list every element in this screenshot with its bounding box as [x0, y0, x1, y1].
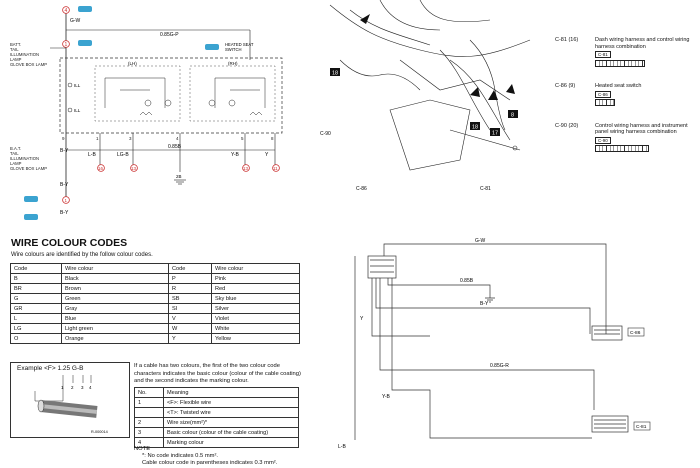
svg-text:0.85B: 0.85B — [460, 278, 474, 284]
svg-text:C-81: C-81 — [480, 186, 491, 192]
svg-text:Y: Y — [360, 316, 364, 322]
svg-text:BATT.: BATT. — [10, 42, 21, 47]
svg-text:17: 17 — [492, 131, 498, 137]
svg-text:18: 18 — [472, 125, 478, 131]
svg-text:4: 4 — [89, 385, 92, 390]
svg-text:B-Y: B-Y — [60, 210, 69, 216]
svg-text:ILL: ILL — [74, 83, 81, 88]
harness-diagram: G-W 0.85B B-Y Y 0.85G-R Y-B L-B C-86 C-8… — [338, 238, 651, 450]
note-line: *: No code indicates 0.5 mm². — [142, 453, 219, 459]
connector-item: C-86 (9) Heated seat switch C-86 — [555, 83, 695, 109]
svg-text:3: 3 — [129, 136, 132, 141]
connector-item: C-81 (16) Dash wiring harness and contro… — [555, 37, 695, 69]
wire-label-right: 0.85G-P — [160, 32, 179, 38]
svg-text:TAIL: TAIL — [10, 47, 19, 52]
svg-text:18: 18 — [332, 71, 338, 77]
svg-text:L-B: L-B — [88, 152, 96, 158]
switch-box — [59, 57, 283, 134]
svg-text:TAIL: TAIL — [10, 151, 19, 156]
svg-text:LG-B: LG-B — [117, 152, 129, 158]
explanation-text: If a cable has two colours, the first of… — [134, 363, 301, 384]
colour-codes-subtitle: Wire colours are identified by the follo… — [11, 252, 153, 258]
svg-text:C-86: C-86 — [356, 186, 367, 192]
svg-text:11: 11 — [273, 166, 278, 171]
wire-meaning-table: No.Meaning 1<F>: Flexible wire <T>: Twis… — [134, 387, 299, 448]
connector-locator-illustration: 18 18 17 8 C-90 C-86 C-81 — [320, 0, 531, 192]
svg-text:G-W: G-W — [475, 238, 486, 244]
svg-text:9: 9 — [62, 136, 65, 141]
svg-text:C-90: C-90 — [320, 131, 331, 137]
svg-text:B-Y: B-Y — [60, 148, 69, 154]
svg-text:LAMP: LAMP — [10, 161, 22, 166]
svg-text:1: 1 — [65, 42, 68, 48]
note-title: NOTE — [134, 446, 151, 452]
svg-text:GLOVE BOX LAMP: GLOVE BOX LAMP — [10, 62, 47, 67]
svg-text:0.85G-R: 0.85G-R — [490, 363, 509, 369]
svg-text:8: 8 — [271, 136, 274, 141]
svg-text:SWITCH: SWITCH — [225, 47, 242, 52]
svg-text:0.85B: 0.85B — [168, 144, 182, 150]
svg-text:B-Y: B-Y — [60, 182, 69, 188]
wire-illustration: 1 2 3 4 R-000014 — [34, 375, 108, 434]
circle-marker — [62, 6, 70, 14]
svg-text:Y-B: Y-B — [382, 394, 391, 400]
connector-legend: C-81 (16) Dash wiring harness and contro… — [555, 37, 695, 155]
svg-text:8: 8 — [511, 113, 514, 119]
svg-text:Y: Y — [265, 152, 269, 158]
svg-text:C-81: C-81 — [636, 424, 647, 430]
svg-text:1: 1 — [61, 385, 64, 390]
schematic-diagram: 4 G-W 1 BATT. TAIL ILLUMINATION LAMP GLO… — [10, 6, 283, 220]
svg-text:LAMP: LAMP — [10, 57, 22, 62]
note-line: Cable colour code in parentheses indicat… — [142, 460, 278, 466]
svg-text:13: 13 — [131, 166, 137, 171]
svg-text:(RH): (RH) — [228, 61, 238, 66]
svg-text:3: 3 — [81, 385, 84, 390]
table-row: <T>: Twisted wire — [134, 407, 299, 418]
svg-text:Y-B: Y-B — [231, 152, 240, 158]
svg-text:R-000014: R-000014 — [91, 430, 108, 434]
connector-item: C-90 (20) Control wiring harness and ins… — [555, 123, 695, 155]
svg-text:1: 1 — [65, 198, 68, 203]
wire-example-box: Example <F> 1.25 G-B 1 2 3 4 R-000014 — [10, 362, 130, 438]
svg-text:B-Y: B-Y — [480, 301, 489, 307]
svg-text:C-86: C-86 — [630, 330, 641, 336]
svg-text:ILL: ILL — [74, 108, 81, 113]
colour-codes-title: WIRE COLOUR CODES — [11, 237, 128, 249]
svg-text:16: 16 — [98, 166, 104, 171]
svg-text:5: 5 — [241, 136, 244, 141]
svg-text:2B: 2B — [176, 174, 182, 179]
example-text: Example <F> 1.25 G-B — [17, 365, 84, 372]
table-row: 1<F>: Flexible wire — [134, 397, 299, 408]
svg-text:1: 1 — [96, 136, 99, 141]
svg-text:B.A.T.: B.A.T. — [10, 146, 21, 151]
svg-text:ILLUMINATION: ILLUMINATION — [10, 52, 39, 57]
svg-text:L-B: L-B — [338, 444, 346, 450]
svg-text:4: 4 — [176, 136, 179, 141]
svg-text:13: 13 — [243, 166, 249, 171]
svg-text:2: 2 — [71, 385, 74, 390]
circle-label: 4 — [65, 8, 68, 14]
svg-text:ILLUMINATION: ILLUMINATION — [10, 156, 39, 161]
svg-text:(LH): (LH) — [128, 61, 137, 66]
connector-tag-badge — [78, 6, 92, 12]
wire-label-top: G-W — [70, 18, 81, 24]
svg-text:GLOVE BOX LAMP: GLOVE BOX LAMP — [10, 166, 47, 171]
svg-text:HEATED SEAT: HEATED SEAT — [225, 42, 254, 47]
